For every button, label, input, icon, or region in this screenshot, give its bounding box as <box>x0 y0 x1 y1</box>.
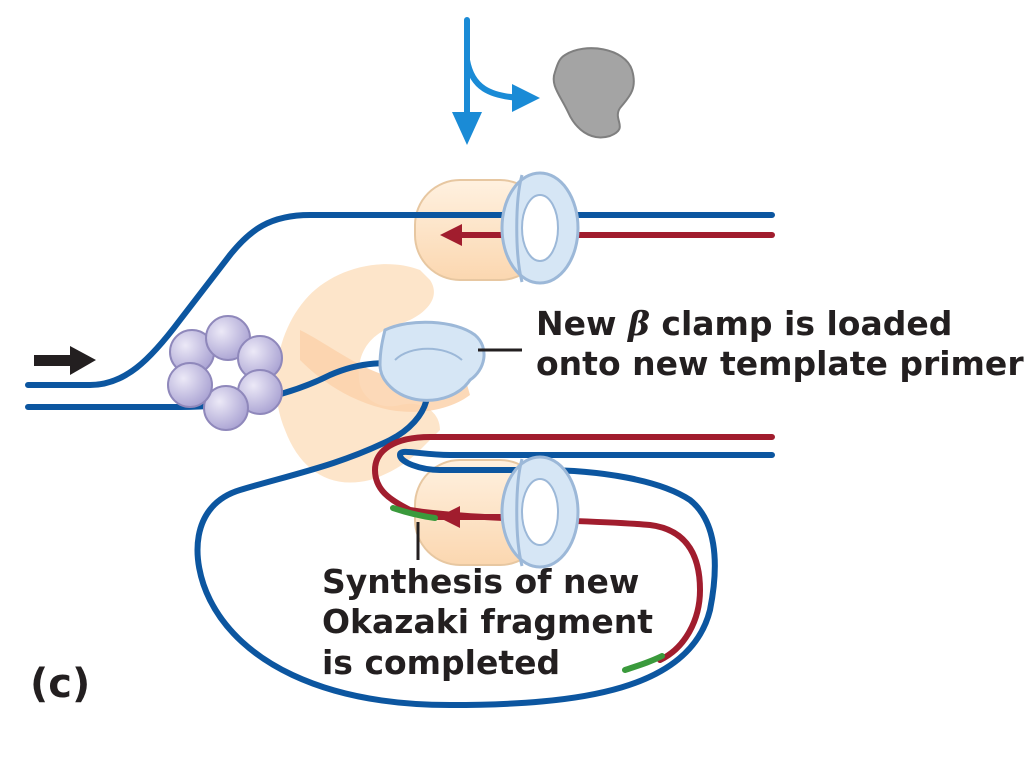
helicase <box>167 315 283 431</box>
okazaki-completion-label: Synthesis of new Okazaki fragment is com… <box>322 562 653 683</box>
panel-label: (c) <box>30 661 91 707</box>
beta-clamp-lagging <box>500 455 580 569</box>
leading-template-strand <box>25 212 775 388</box>
split-arrow-head-right <box>512 84 540 112</box>
beta-clamp-new <box>378 320 486 402</box>
new-clamp-label-line1: New β clamp is loaded <box>536 304 953 343</box>
okazaki-label-line1: Synthesis of new <box>322 562 640 601</box>
okazaki-label-line3: is completed <box>322 642 561 682</box>
okazaki-label-line2: Okazaki fragment <box>322 602 654 642</box>
new-clamp-label: New β clamp is loaded onto new template … <box>536 304 1024 383</box>
new-clamp-label-line2: onto new template primer <box>536 343 1024 383</box>
right-arrow-icon <box>34 346 96 375</box>
beta-symbol: β <box>627 304 650 343</box>
beta-clamp-leading <box>500 171 580 285</box>
leading-synthesis-arrow <box>440 224 462 246</box>
lagging-synthesis-arrow <box>438 506 460 528</box>
rna-primer-lagging-end <box>622 653 665 673</box>
released-clamp-loader <box>552 47 635 139</box>
split-arrow-head-down <box>452 112 482 145</box>
synthesis-direction-arrows <box>438 224 462 528</box>
rna-primer-okazaki <box>390 505 438 521</box>
